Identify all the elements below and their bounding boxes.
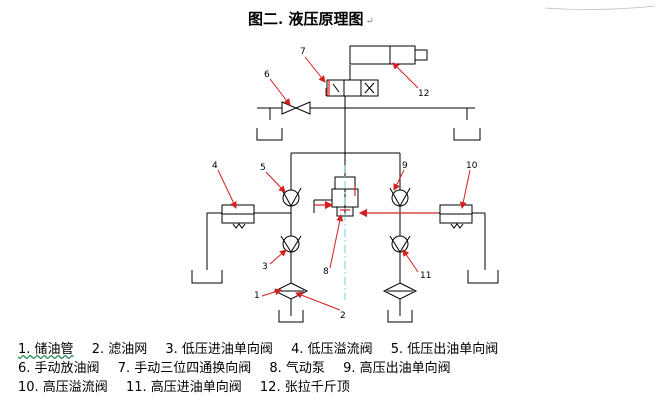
paragraph-mark: ↵ <box>365 16 374 27</box>
callout-3: 3 <box>262 262 268 272</box>
callout-10: 10 <box>466 161 478 171</box>
legend-row-3: 10. 高压溢流阀 11. 高压进油单向阀 12. 张拉千斤顶 <box>18 378 663 397</box>
directional-valve-7 <box>326 79 379 97</box>
corner-decoration <box>544 5 656 10</box>
legend-row-1: 1. 储油管 2. 滤油网 3. 低压进油单向阀 4. 低压溢流阀 5. 低压出… <box>18 340 663 359</box>
callout-8: 8 <box>323 267 329 277</box>
tank-right <box>467 270 499 284</box>
diagram-title: 图二. 液压原理图↵ <box>248 8 374 29</box>
callout-11: 11 <box>420 271 431 281</box>
high-out-check-valve-9 <box>391 189 409 207</box>
tank-top-right <box>453 128 481 141</box>
callout-12: 12 <box>418 89 429 99</box>
title-text: 图二. 液压原理图 <box>248 10 364 28</box>
callout-4: 4 <box>212 161 218 171</box>
callout-1: 1 <box>254 291 260 301</box>
legend-item-12: 12. 张拉千斤顶 <box>259 380 350 395</box>
tank-bottom-left <box>278 310 304 323</box>
legend-item-10: 10. 高压溢流阀 <box>18 380 108 395</box>
legend-item-3: 3. 低压进油单向阀 <box>165 342 273 357</box>
callout-9: 9 <box>402 161 408 171</box>
legend-item-4: 4. 低压溢流阀 <box>291 342 373 357</box>
legend-row-2: 6. 手动放油阀 7. 手动三位四通换向阀 8. 气动泵 9. 高压出油单向阀 <box>18 359 663 378</box>
legend-item-2: 2. 滤油网 <box>91 342 148 357</box>
low-out-check-valve-5 <box>282 189 300 207</box>
low-in-check-valve-3 <box>282 235 300 253</box>
callout-2: 2 <box>340 311 346 321</box>
callout-6: 6 <box>264 70 270 80</box>
legend-item-5: 5. 低压出油单向阀 <box>390 342 499 357</box>
legend-item-8: 8. 气动泵 <box>269 361 325 376</box>
legend-item-11: 11. 高压进油单向阀 <box>125 380 242 395</box>
legend-item-1: 1. 储油管 <box>18 342 74 357</box>
tension-jack-12 <box>349 45 416 65</box>
hydraulic-schematic: 1 2 3 4 5 6 7 8 9 10 11 12 <box>191 5 656 323</box>
callout-7: 7 <box>300 47 306 57</box>
tank-left <box>191 270 223 284</box>
component-legend: 1. 储油管 2. 滤油网 3. 低压进油单向阀 4. 低压溢流阀 5. 低压出… <box>18 340 663 397</box>
callout-5: 5 <box>260 163 266 173</box>
legend-item-7: 7. 手动三位四通换向阀 <box>117 361 252 376</box>
legend-item-9: 9. 高压出油单向阀 <box>343 361 451 376</box>
tank-top-left <box>256 128 283 141</box>
high-in-check-valve-11 <box>391 235 409 253</box>
tank-bottom-right <box>387 310 413 323</box>
legend-item-6: 6. 手动放油阀 <box>18 361 100 376</box>
